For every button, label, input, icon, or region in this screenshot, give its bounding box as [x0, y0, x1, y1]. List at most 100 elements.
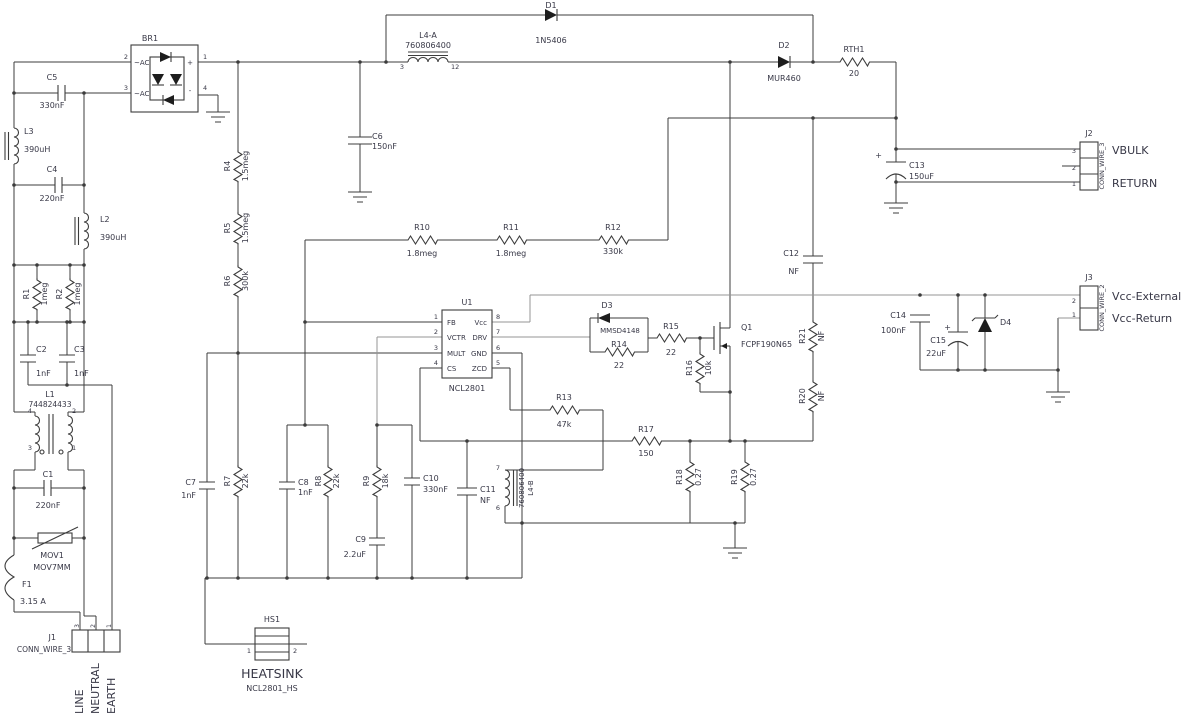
component-u1[interactable]: U1 NCL2801 FB VCTR MULT CS Vcc DRV GND Z… — [434, 298, 500, 393]
component-c8[interactable]: C8 1nF — [279, 478, 313, 497]
c10-ref: C10 — [423, 474, 439, 483]
component-rth1[interactable]: RTH1 20 — [837, 45, 871, 78]
component-r13[interactable]: R13 47k — [547, 393, 581, 429]
gnd-br1 — [205, 111, 231, 123]
component-c4[interactable]: C4 220nF — [40, 165, 65, 203]
component-c13[interactable]: + C13 150uF — [875, 151, 934, 181]
component-r8[interactable]: R8 22k — [314, 464, 341, 499]
connector-j2[interactable]: J2 CONN_WIRE_3 3 2 1 VBULK RETURN — [1072, 129, 1157, 191]
component-c1[interactable]: C1 220nF — [36, 470, 61, 510]
component-d3-r14[interactable]: D3 MMSD4148 R14 22 — [589, 301, 649, 370]
component-r12[interactable]: R12 330k — [596, 223, 630, 256]
component-c12[interactable]: C12 NF — [783, 249, 823, 276]
component-c5[interactable]: C5 330nF — [40, 73, 66, 110]
component-r20[interactable]: R20 NF — [798, 379, 826, 414]
u1-pin-cs: CS — [447, 365, 457, 373]
component-r5[interactable]: R5 1.5meg — [223, 211, 250, 246]
u1-num7: 7 — [496, 328, 500, 336]
component-l1[interactable]: L1 744824433 4 2 3 1 — [28, 390, 76, 455]
r12-ref: R12 — [605, 223, 621, 232]
component-c15[interactable]: + C15 22uF — [926, 323, 969, 358]
r12-value: 330k — [603, 247, 623, 256]
component-c6[interactable]: C6 150nF — [348, 132, 397, 151]
l1-pin1: 1 — [72, 444, 76, 452]
c9-value: 2.2uF — [344, 550, 367, 559]
component-c3[interactable]: C3 1nF — [59, 345, 89, 378]
component-r1[interactable]: R1 1meg — [22, 277, 49, 312]
f1-ref: F1 — [22, 580, 32, 589]
component-r17[interactable]: R17 150 — [629, 425, 663, 458]
br1-pin3: 3 — [124, 84, 128, 92]
r13-ref: R13 — [556, 393, 572, 402]
c4-value: 220nF — [40, 194, 65, 203]
component-r21[interactable]: R21 NF — [798, 319, 826, 354]
component-r15[interactable]: R15 22 — [654, 322, 688, 357]
component-q1[interactable]: Q1 FCPF190N65 — [713, 322, 792, 354]
j1-label-neutral: NEUTRAL — [89, 662, 102, 714]
j3-label-ret: Vcc-Return — [1112, 312, 1172, 325]
r14-value: 22 — [614, 361, 624, 370]
r1-value: 1meg — [40, 283, 49, 306]
component-br1[interactable]: BR1 2 3 ~AC ~AC + - 1 4 — [124, 34, 207, 113]
connector-j1[interactable]: J1 CONN_WIRE_3 3 2 1 LINE NEUTRAL EARTH — [17, 624, 121, 714]
c2-value: 1nF — [36, 369, 51, 378]
r4-value: 1.5meg — [241, 151, 250, 182]
u1-num3: 3 — [434, 344, 438, 352]
r19-value: 0.27 — [749, 468, 758, 486]
u1-pin-drv: DRV — [472, 334, 487, 342]
component-c9[interactable]: C9 2.2uF — [344, 535, 385, 559]
component-c7[interactable]: C7 1nF — [181, 478, 215, 500]
u1-num8: 8 — [496, 313, 500, 321]
c12-ref: C12 — [783, 249, 799, 258]
u1-pin-mult: MULT — [447, 350, 466, 358]
component-l4a[interactable]: L4-A 760806400 3 12 — [400, 31, 459, 71]
component-r7[interactable]: R7 22k — [223, 464, 250, 499]
gnd-power — [722, 547, 748, 559]
c15-plus: + — [944, 323, 951, 332]
component-r2[interactable]: R2 1meg — [55, 277, 82, 312]
component-d4[interactable]: D4 — [971, 314, 1011, 332]
component-r6[interactable]: R6 300k — [223, 264, 250, 299]
component-r19[interactable]: R19 0.27 — [730, 459, 758, 494]
u1-pin-vcc: Vcc — [475, 319, 488, 327]
br1-plus: + — [187, 59, 193, 67]
q1-value: FCPF190N65 — [741, 340, 792, 349]
component-f1[interactable]: F1 3.15 A — [4, 554, 46, 606]
l3-value: 390uH — [24, 145, 50, 154]
l1-pin2: 2 — [72, 407, 76, 415]
component-r4[interactable]: R4 1.5meg — [223, 149, 250, 184]
c10-value: 330nF — [423, 485, 448, 494]
j2-pin3: 3 — [1072, 147, 1076, 155]
component-r18[interactable]: R18 0.27 — [675, 459, 703, 494]
j3-label-ext: Vcc-External — [1112, 290, 1181, 303]
connector-j3[interactable]: J3 CONN_WIRE_2 2 1 Vcc-External Vcc-Retu… — [1072, 273, 1181, 331]
component-l3[interactable]: L3 390uH — [4, 127, 50, 165]
component-c2[interactable]: C2 1nF — [20, 345, 51, 378]
component-c11[interactable]: C11 NF — [457, 485, 496, 505]
component-l4b[interactable]: 7 6 760806400 L4-B — [496, 464, 535, 512]
br1-ref: BR1 — [142, 34, 158, 43]
component-r9[interactable]: R9 18k — [362, 464, 390, 499]
component-r10[interactable]: R10 1.8meg — [405, 223, 439, 258]
component-r11[interactable]: R11 1.8meg — [494, 223, 528, 258]
u1-pin-gnd: GND — [471, 350, 487, 358]
r18-value: 0.27 — [694, 468, 703, 486]
r16-value: 10k — [704, 360, 713, 375]
c13-value: 150uF — [909, 172, 934, 181]
d4-ref: D4 — [1000, 318, 1011, 327]
wires-black — [13, 14, 1080, 645]
component-mov1[interactable]: MOV1 MOV7MM — [31, 526, 79, 572]
component-c10[interactable]: C10 330nF — [404, 474, 448, 494]
component-hs1[interactable]: HS1 1 2 HEATSINK NCL2801_HS — [241, 615, 303, 693]
component-r16[interactable]: R16 10k — [685, 351, 713, 386]
component-c14[interactable]: C14 100nF — [881, 311, 930, 335]
r2-value: 1meg — [73, 283, 82, 306]
component-d1[interactable]: D1 1N5406 — [535, 1, 566, 45]
j2-label-return: RETURN — [1112, 177, 1157, 190]
u1-pin-vctr: VCTR — [447, 334, 466, 342]
u1-num5: 5 — [496, 359, 500, 367]
component-l2[interactable]: L2 390uH — [74, 212, 126, 250]
component-d2[interactable]: D2 MUR460 — [767, 41, 801, 83]
